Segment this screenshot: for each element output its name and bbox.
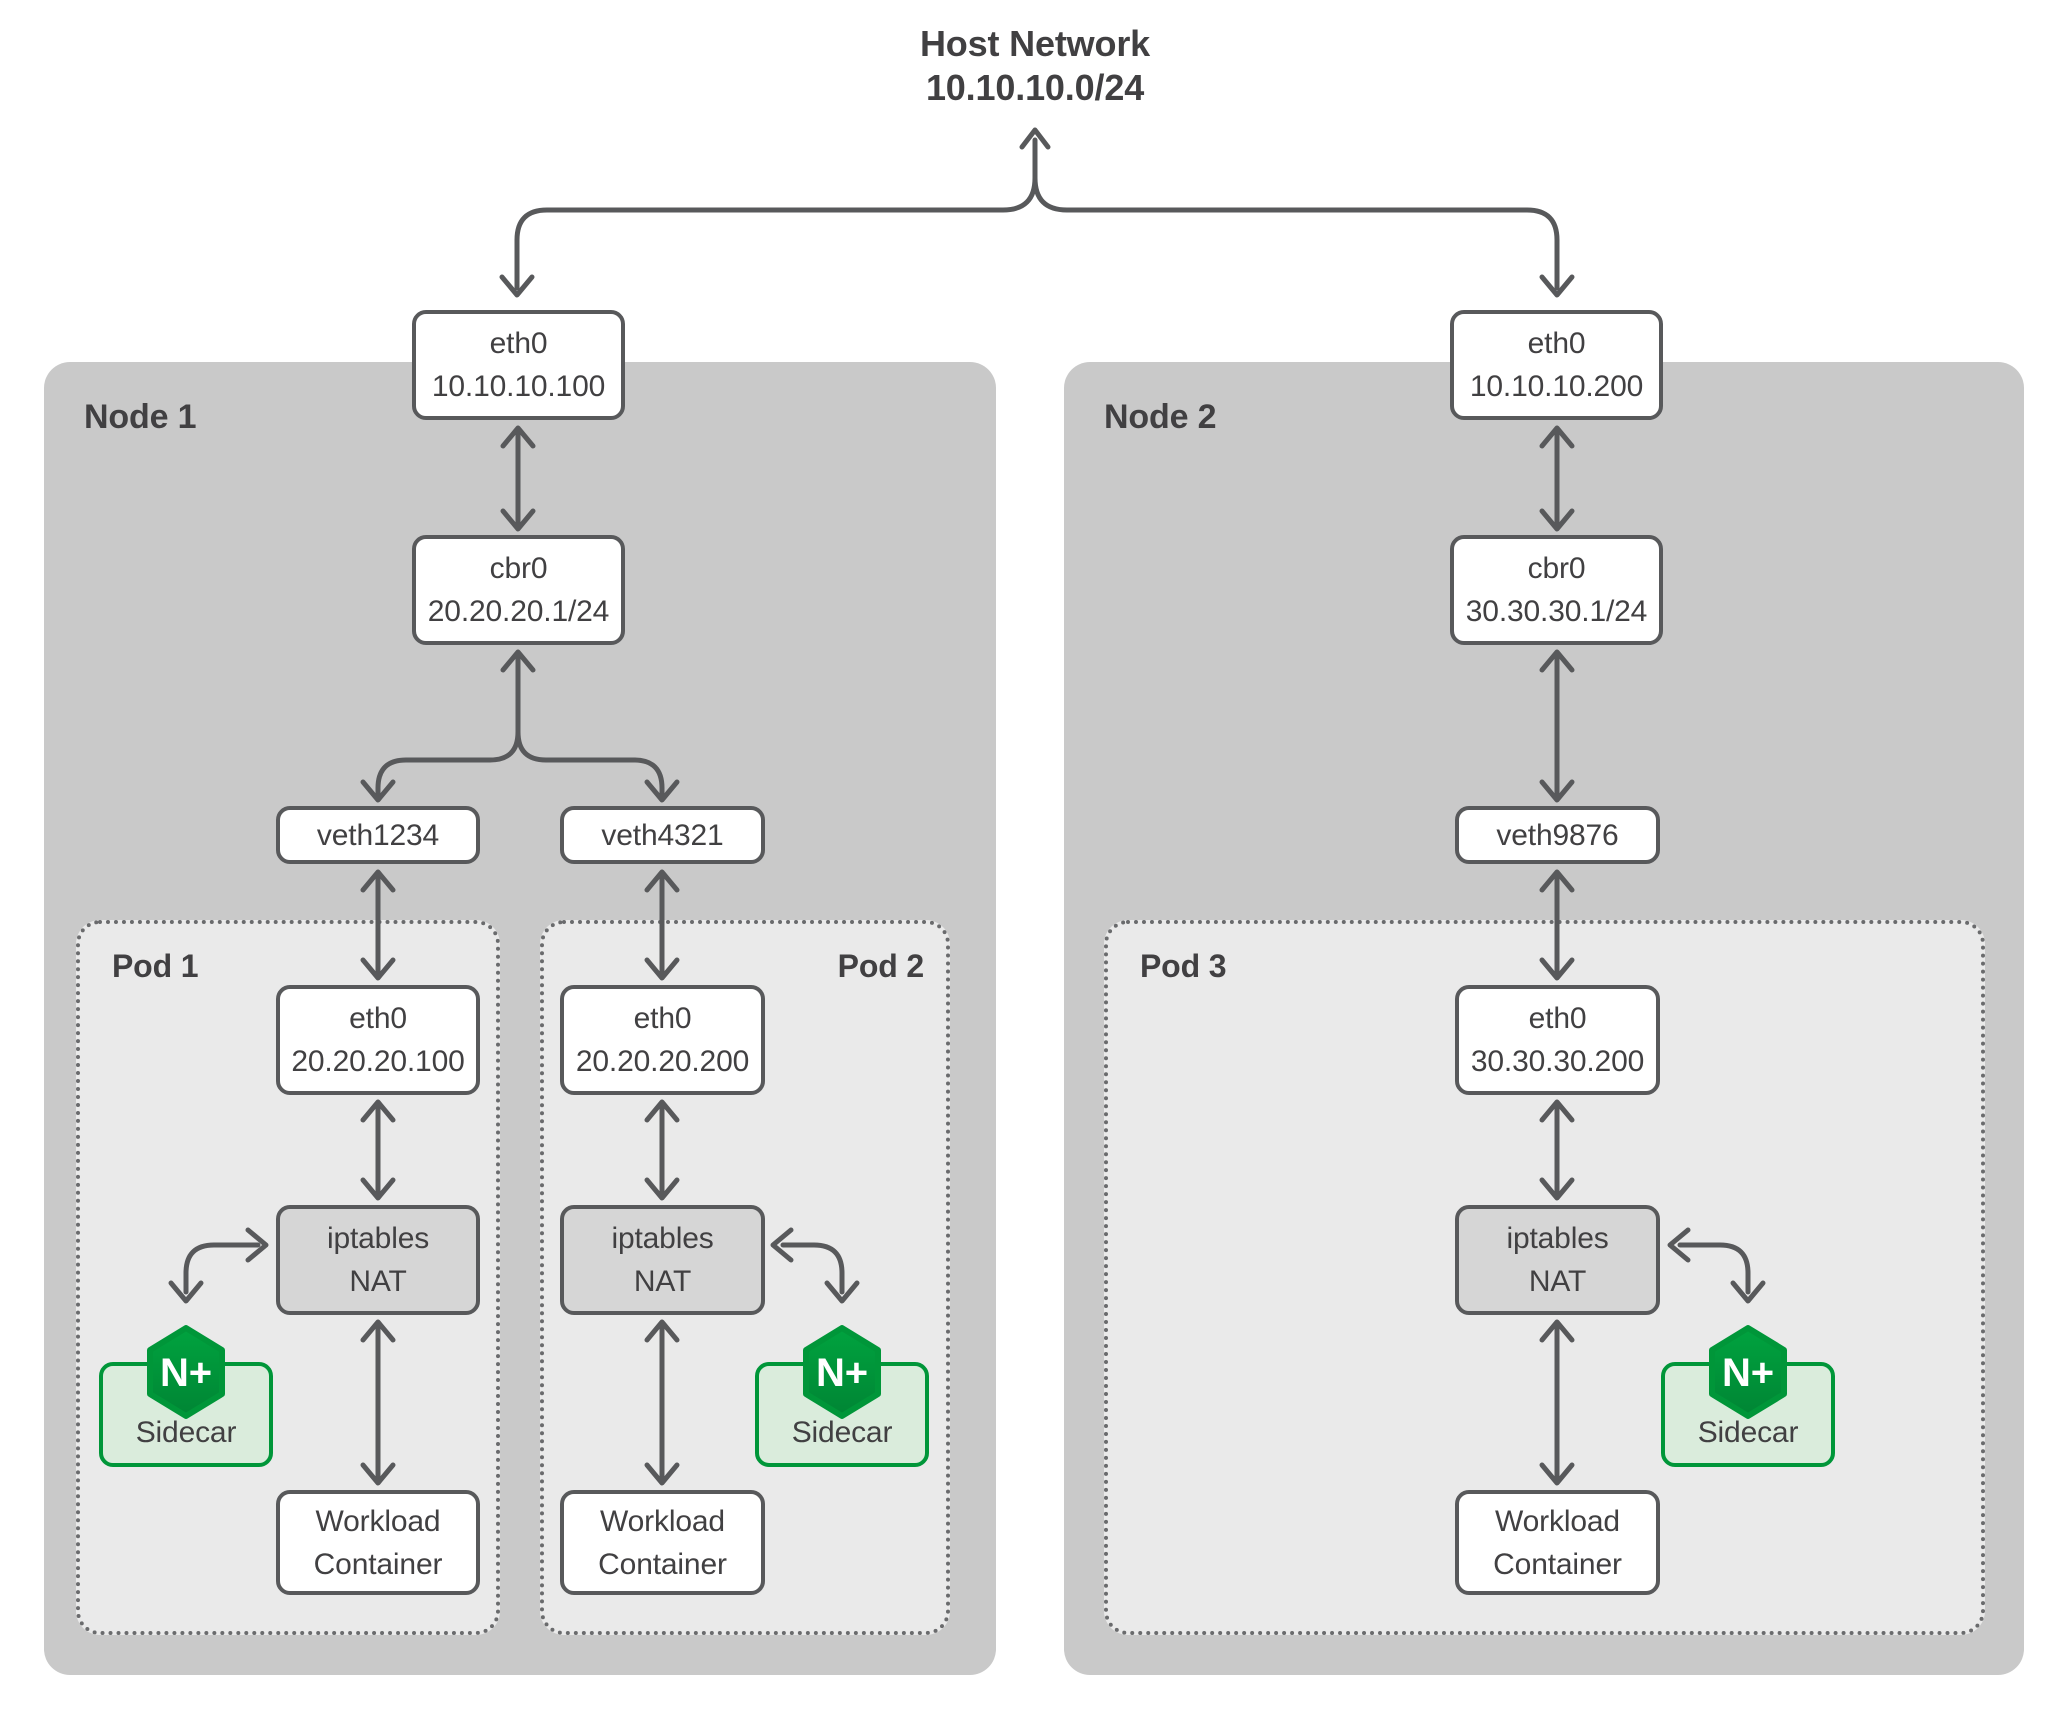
pod1-eth0-box: eth0 20.20.20.100 — [276, 985, 480, 1095]
interface-name: eth0 — [489, 327, 548, 360]
nat-line2: NAT — [349, 1265, 407, 1298]
veth-name: veth9876 — [1496, 818, 1619, 852]
veth-name: veth4321 — [601, 818, 724, 852]
interface-name: eth0 — [349, 1002, 407, 1035]
veth4321-box: veth4321 — [560, 806, 765, 864]
workload-line2: Container — [1493, 1547, 1622, 1581]
sidecar-label: Sidecar — [1697, 1416, 1799, 1449]
node1-eth0-box: eth0 10.10.10.100 — [412, 310, 625, 420]
nat-line2: NAT — [633, 1265, 692, 1298]
pod-2-label: Pod 2 — [837, 948, 924, 984]
bridge-cidr: 20.20.20.1/24 — [427, 595, 610, 628]
pod2-iptables-nat-box: iptables NAT — [560, 1205, 765, 1315]
node2-cbr0-box: cbr0 30.30.30.1/24 — [1450, 535, 1663, 645]
pod3-workload-container-box: Workload Container — [1455, 1490, 1660, 1595]
workload-line2: Container — [313, 1547, 443, 1581]
sidecar-label: Sidecar — [791, 1416, 893, 1449]
node-1-label: Node 1 — [84, 398, 197, 436]
veth9876-box: veth9876 — [1455, 806, 1660, 864]
interface-ip: 10.10.10.200 — [1469, 370, 1644, 403]
interface-name: eth0 — [633, 1002, 692, 1035]
veth-name: veth1234 — [316, 818, 440, 852]
interface-ip: 30.30.30.200 — [1470, 1045, 1645, 1078]
bridge-name: cbr0 — [1527, 552, 1586, 585]
interface-ip: 20.20.20.100 — [291, 1045, 465, 1078]
node1-cbr0-box: cbr0 20.20.20.1/24 — [412, 535, 625, 645]
pod-3-label: Pod 3 — [1140, 948, 1227, 984]
nat-line1: iptables — [611, 1222, 714, 1255]
bridge-cidr: 30.30.30.1/24 — [1465, 595, 1648, 628]
host-network-title: Host Network 10.10.10.0/24 — [835, 22, 1235, 110]
veth1234-box: veth1234 — [276, 806, 480, 864]
pod2-eth0-box: eth0 20.20.20.200 — [560, 985, 765, 1095]
workload-line1: Workload — [1495, 1504, 1620, 1538]
pod2-workload-container-box: Workload Container — [560, 1490, 765, 1595]
nat-line2: NAT — [1528, 1265, 1587, 1298]
pod2-sidecar-box: Sidecar — [755, 1362, 929, 1467]
sidecar-label: Sidecar — [135, 1416, 237, 1449]
node-2-label: Node 2 — [1104, 398, 1217, 436]
nat-line1: iptables — [1506, 1222, 1609, 1255]
pod-1-label: Pod 1 — [112, 948, 199, 984]
interface-name: eth0 — [1527, 327, 1586, 360]
pod3-sidecar-box: Sidecar — [1661, 1362, 1835, 1467]
pod1-iptables-nat-box: iptables NAT — [276, 1205, 480, 1315]
pod3-eth0-box: eth0 30.30.30.200 — [1455, 985, 1660, 1095]
workload-line2: Container — [598, 1547, 727, 1581]
host-network-branch-connector — [499, 127, 1575, 298]
interface-name: eth0 — [1528, 1002, 1587, 1035]
host-network-cidr: 10.10.10.0/24 — [925, 67, 1145, 108]
workload-line1: Workload — [600, 1504, 725, 1538]
bridge-name: cbr0 — [489, 552, 548, 585]
pod3-iptables-nat-box: iptables NAT — [1455, 1205, 1660, 1315]
workload-line1: Workload — [315, 1504, 441, 1538]
nat-line1: iptables — [326, 1222, 430, 1255]
pod1-workload-container-box: Workload Container — [276, 1490, 480, 1595]
host-network-name: Host Network — [919, 23, 1151, 64]
interface-ip: 20.20.20.200 — [575, 1045, 750, 1078]
pod1-sidecar-box: Sidecar — [99, 1362, 273, 1467]
interface-ip: 10.10.10.100 — [431, 370, 606, 403]
node2-eth0-box: eth0 10.10.10.200 — [1450, 310, 1663, 420]
